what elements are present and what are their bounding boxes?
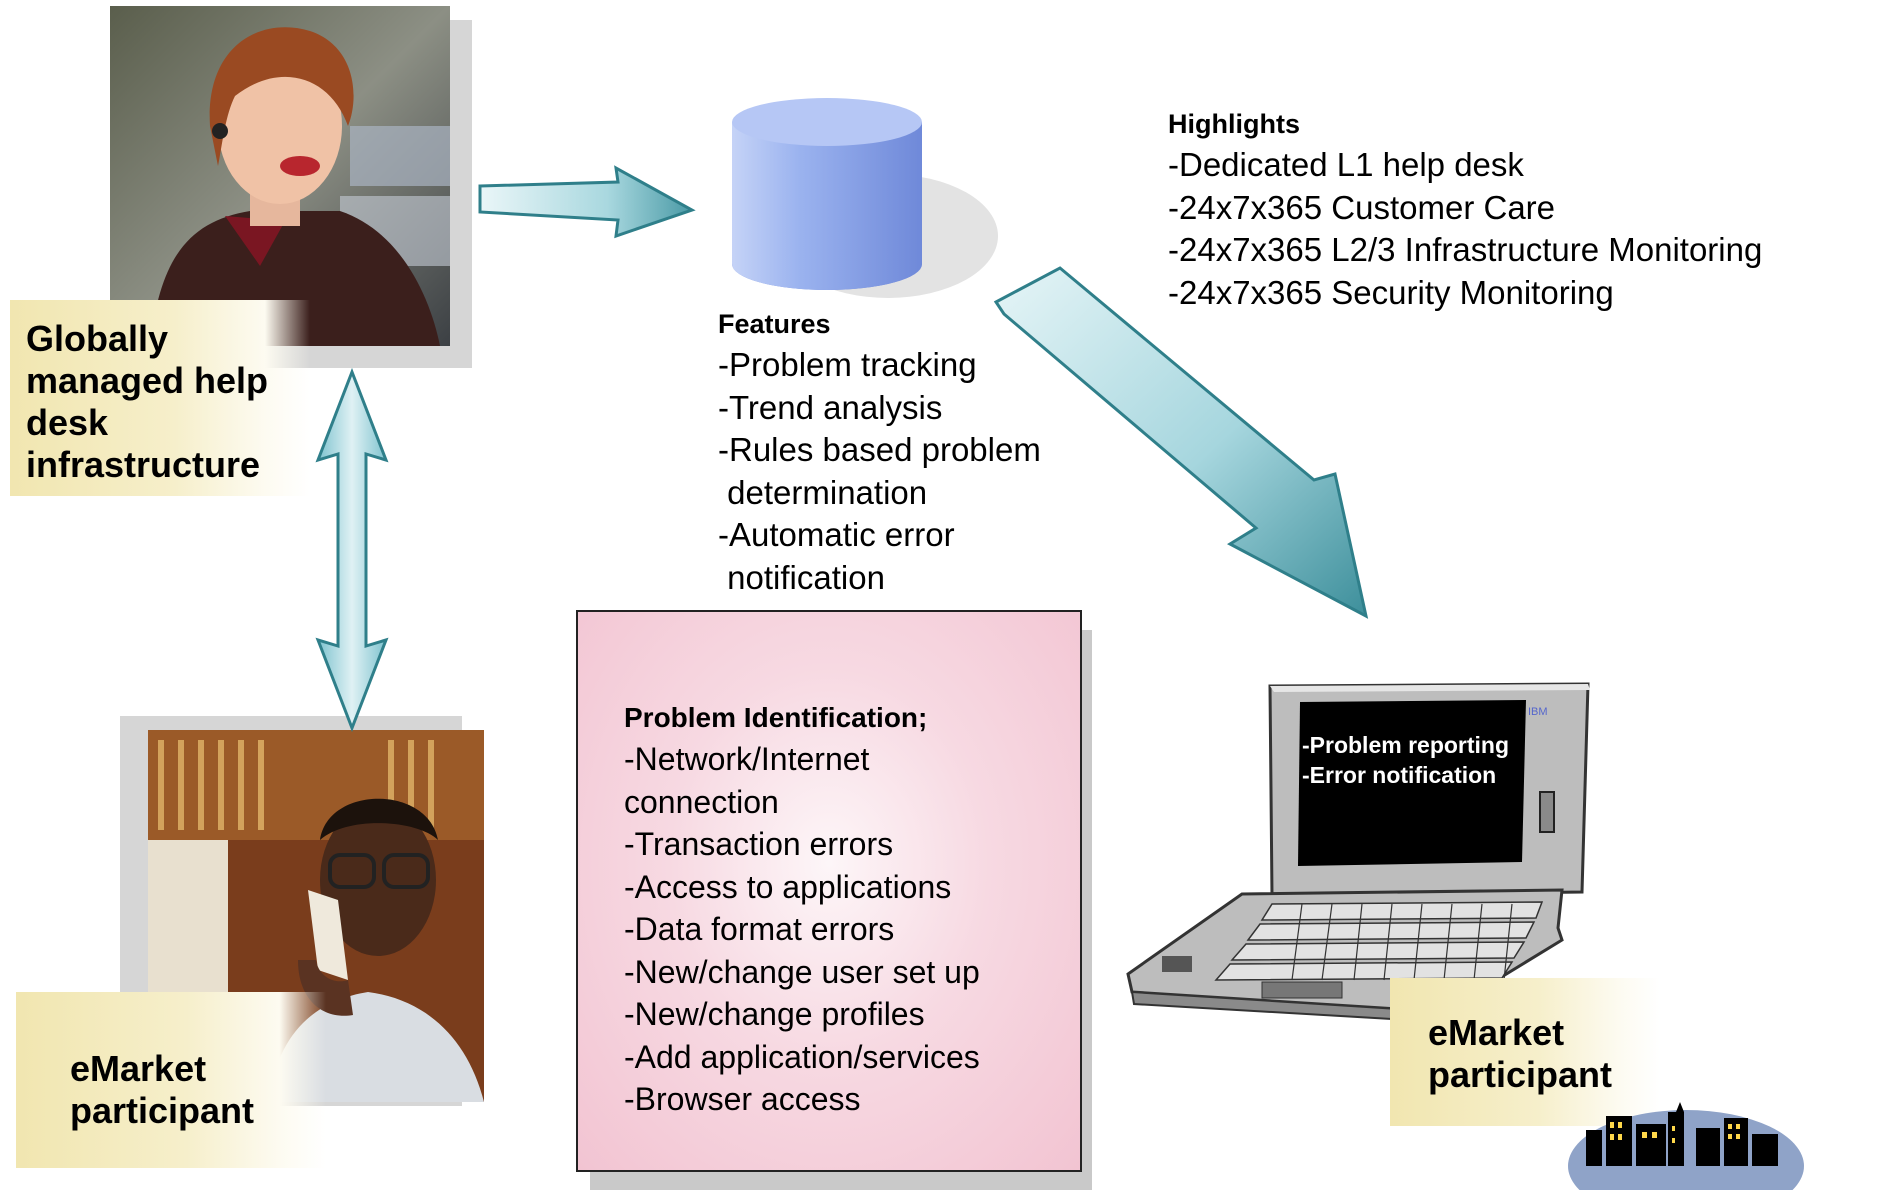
- problem-identification-list: -Network/Internet connection -Transactio…: [624, 738, 1064, 1121]
- arrow-to-laptop: [993, 266, 1369, 619]
- problem-item: -New/change user set up: [624, 953, 980, 990]
- problem-item: -New/change profiles: [624, 996, 925, 1032]
- feature-item: determination: [718, 473, 928, 511]
- database-icon: [732, 98, 998, 298]
- highlight-item: -Dedicated L1 help desk: [1168, 146, 1524, 183]
- highlight-item: -24x7x365 L2/3 Infrastructure Monitoring: [1168, 231, 1763, 268]
- participant-left-label-line: participant: [70, 1090, 255, 1131]
- highlight-item: -24x7x365 Security Monitoring: [1168, 273, 1614, 311]
- participant-left-label-line: eMarket: [70, 1048, 207, 1089]
- feature-item: -Rules based problem: [718, 431, 1041, 468]
- helpdesk-label-line: infrastructure: [26, 444, 261, 485]
- features-title: Features: [718, 309, 831, 339]
- helpdesk-label-line: desk: [26, 402, 109, 443]
- laptop-screen: -Problem reporting -Error notification: [1302, 730, 1532, 790]
- features-list: -Problem tracking -Trend analysis -Rules…: [718, 344, 1078, 599]
- participant-right-label-line: eMarket: [1428, 1012, 1565, 1053]
- highlight-item: -24x7x365 Customer Care: [1168, 188, 1556, 226]
- feature-item: -Automatic error: [718, 516, 955, 553]
- highlights-list: -Dedicated L1 help desk -24x7x365 Custom…: [1168, 144, 1868, 314]
- laptop-brand: IBM: [1528, 706, 1548, 718]
- double-arrow-vertical: [315, 367, 389, 733]
- problem-item: -Data format errors: [624, 911, 895, 947]
- problem-identification-title: Problem Identification;: [624, 702, 928, 733]
- problem-item: -Network/Internet: [624, 741, 870, 777]
- problem-item: -Transaction errors: [624, 826, 894, 862]
- participant-right-label: eMarket participant: [1390, 978, 1660, 1126]
- highlights-section: Highlights -Dedicated L1 help desk -24x7…: [1168, 104, 1868, 314]
- feature-item: -Problem tracking: [718, 346, 977, 383]
- participant-right-label-line: participant: [1428, 1054, 1613, 1095]
- problem-identification-box: Problem Identification; -Network/Interne…: [576, 610, 1082, 1172]
- laptop-screen-line: -Problem reporting: [1302, 732, 1510, 758]
- features-section: Features -Problem tracking -Trend analys…: [718, 304, 1078, 599]
- helpdesk-label-line: Globally: [26, 318, 169, 359]
- feature-item: notification: [718, 558, 885, 596]
- laptop-icon: [1126, 682, 1590, 1024]
- laptop-screen-line: -Error notification: [1302, 762, 1497, 788]
- helpdesk-label: Globally managed help desk infrastructur…: [10, 300, 310, 496]
- problem-item: -Browser access: [624, 1081, 861, 1117]
- highlights-title: Highlights: [1168, 109, 1300, 139]
- problem-item: -Access to applications: [624, 868, 952, 905]
- participant-left-label: eMarket participant: [16, 992, 326, 1168]
- arrow-to-database: [478, 165, 696, 239]
- problem-item: -Add application/services: [624, 1038, 980, 1075]
- problem-item: connection: [624, 783, 779, 820]
- helpdesk-photo: [110, 6, 450, 346]
- city-skyline-icon: [1568, 1102, 1804, 1190]
- helpdesk-label-line: managed help: [26, 360, 269, 401]
- feature-item: -Trend analysis: [718, 388, 943, 426]
